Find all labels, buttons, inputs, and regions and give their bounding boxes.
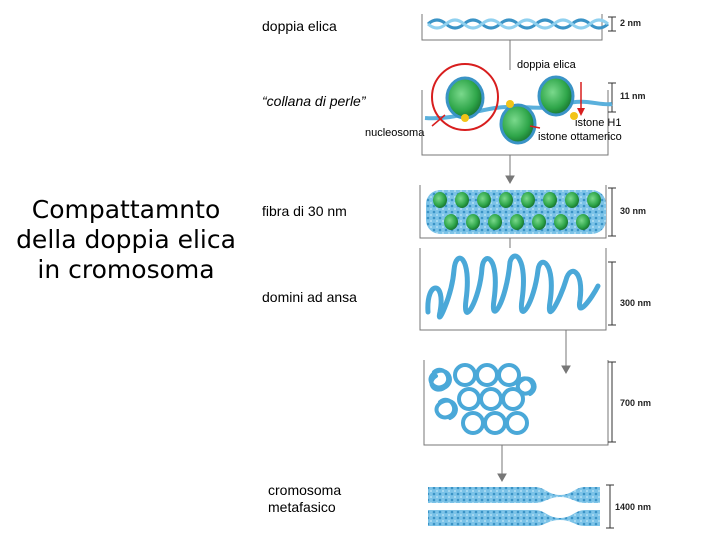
scale-label-2nm: 2 nm xyxy=(620,18,642,28)
level-label-30nm-fiber: fibra di 30 nm xyxy=(262,203,347,219)
annotation-double-helix: doppia elica xyxy=(517,59,576,71)
700nm-coil-art xyxy=(428,363,537,435)
beads-on-string-art xyxy=(424,63,613,145)
nucleosome-bead-3 xyxy=(537,75,575,117)
level-label-beads-on-string: “collana di perle” xyxy=(262,93,366,109)
annotation-nucleosome: nucleosoma xyxy=(365,127,425,139)
bracket-11nm xyxy=(421,90,609,156)
loop-domains-art xyxy=(425,253,601,320)
level-label-double-helix: doppia elica xyxy=(262,18,337,34)
histone-h1-dot-1 xyxy=(461,114,469,122)
annotation-histone-h1: istone H1 xyxy=(575,117,622,129)
histone-h1-dot-2 xyxy=(506,100,514,108)
histone-h1-dot-3 xyxy=(570,112,578,120)
annotation-histone-octamer: istone ottamerico xyxy=(538,131,622,143)
30nm-fiber-art xyxy=(426,190,606,234)
bracket-700nm xyxy=(423,360,609,446)
nucleosome-pointer xyxy=(431,114,446,127)
level-label-loop-domains: domini ad ansa xyxy=(262,289,357,305)
metaphase-chromosome-art xyxy=(428,487,600,526)
scale-label-1400nm: 1400 nm xyxy=(615,502,652,512)
scale-label-700nm: 700 nm xyxy=(620,398,652,408)
flow-arrows xyxy=(497,40,571,483)
scale-label-30nm: 30 nm xyxy=(620,206,647,216)
level-label-metaphase-chromosome: cromosoma metafasico xyxy=(268,482,342,515)
nucleosome-bead-1 xyxy=(445,76,485,120)
nucleosome-highlight-circle xyxy=(431,63,499,131)
double-helix-art xyxy=(427,18,609,30)
diagram-title: Compattamnto della doppia elica in cromo… xyxy=(16,195,236,284)
scale-label-11nm: 11 nm xyxy=(620,91,646,101)
scale-ticks xyxy=(606,16,616,529)
scale-label-300nm: 300 nm xyxy=(620,298,652,308)
bracket-300nm xyxy=(419,248,607,331)
octamer-pointer xyxy=(529,125,541,129)
nucleosome-bead-2 xyxy=(499,103,537,145)
